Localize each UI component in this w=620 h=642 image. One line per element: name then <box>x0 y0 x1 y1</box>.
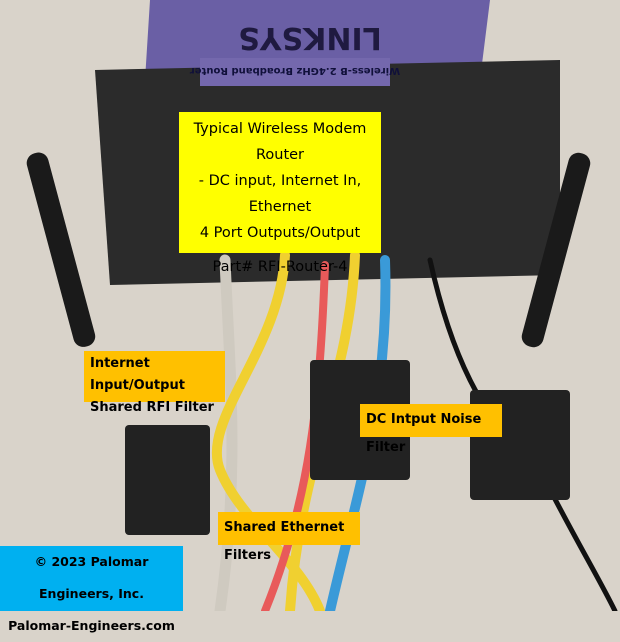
internet-filter-label: Internet Input/Output Shared RFI Filter <box>84 351 225 415</box>
red-cable <box>261 261 329 611</box>
right-antenna <box>521 152 591 348</box>
grey-cable <box>214 254 238 611</box>
router-logo: LINKSYS <box>238 20 382 55</box>
internet-ferrite-filter <box>125 425 210 535</box>
router-description-label: Typical Wireless Modem Router - DC input… <box>179 112 381 275</box>
copyright-box: © 2023 Palomar Engineers, Inc. Palomar-E… <box>0 546 183 633</box>
copyright-text: © 2023 Palomar Engineers, Inc. <box>34 554 149 601</box>
label-line: - DC input, Internet In, Ethernet <box>198 173 362 215</box>
left-antenna <box>26 152 96 347</box>
antennas <box>26 152 591 348</box>
website-text: Palomar-Engineers.com <box>8 618 175 633</box>
label-line: Shared RFI Filter <box>90 400 214 415</box>
ethernet-filter-label: Shared Ethernet Filters <box>218 512 360 563</box>
label-line: Internet Input/Output <box>90 356 185 393</box>
dc-filter-label: DC Intput Noise Filter <box>360 404 502 455</box>
router-model-text: Wireless-B 2.4GHz Broadband Router <box>190 65 400 76</box>
part-number: Part# RFI-Router-4 <box>212 259 348 275</box>
label-line: 4 Port Outputs/Output <box>199 225 361 241</box>
model-plate <box>200 58 390 86</box>
yellow-cable <box>211 250 325 611</box>
label-line: Typical Wireless Modem Router <box>193 121 367 163</box>
